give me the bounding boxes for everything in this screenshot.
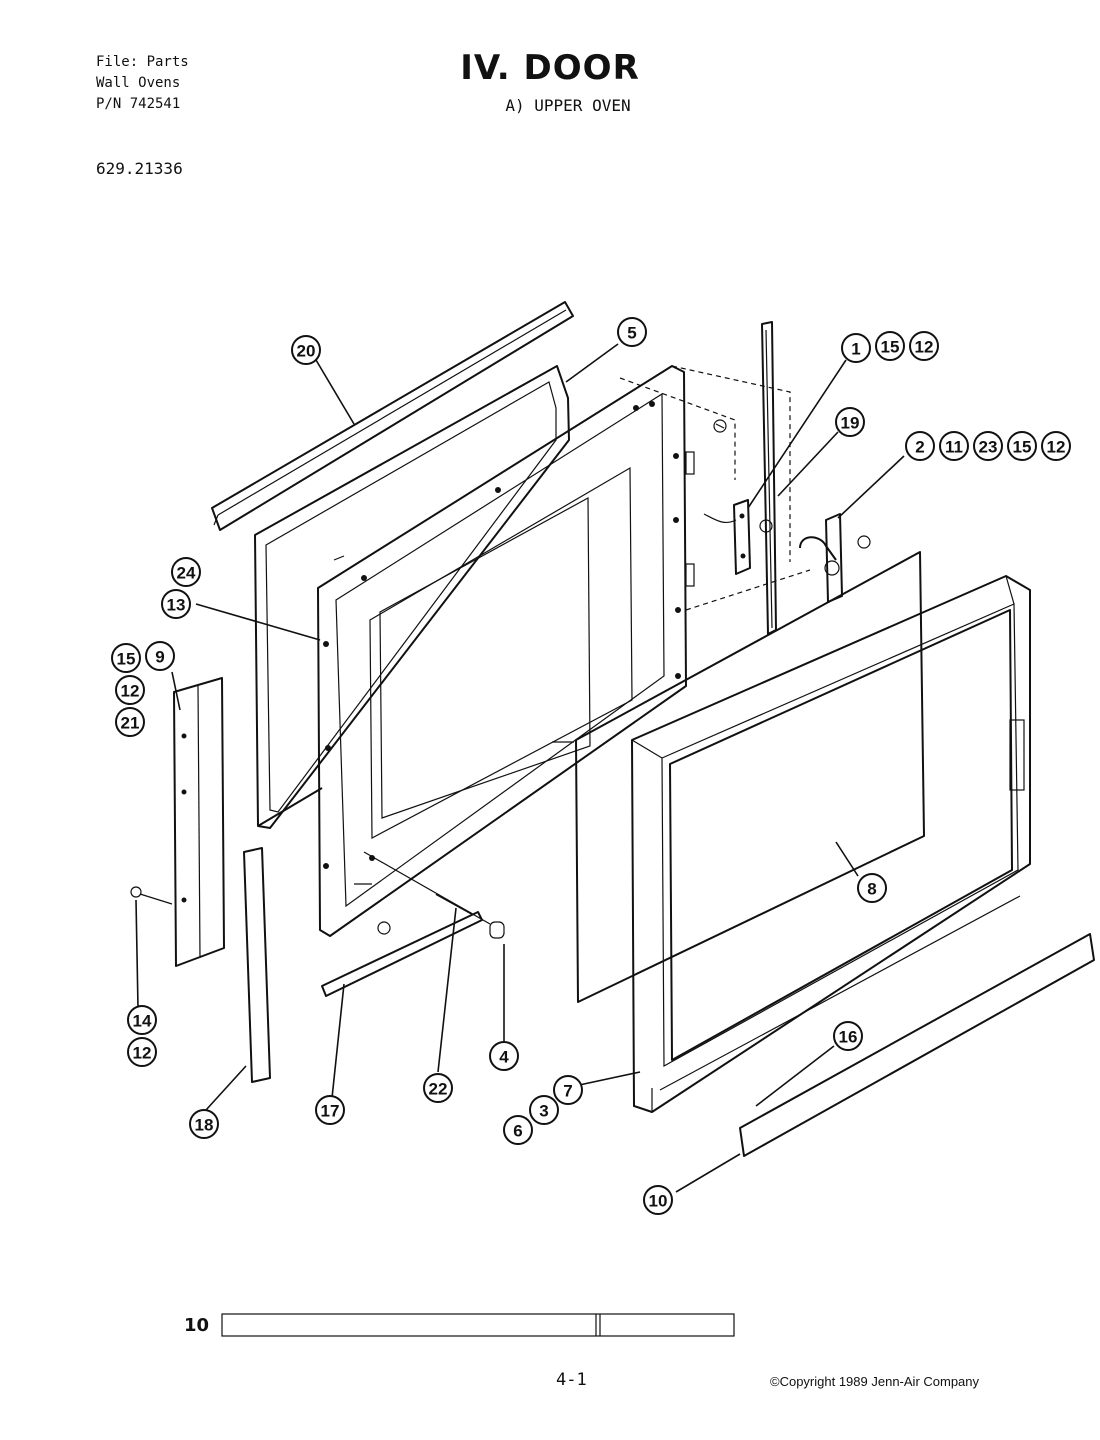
callout-16: 16	[833, 1021, 863, 1051]
page-title: IV. DOOR	[460, 48, 640, 88]
callout-18: 18	[189, 1109, 219, 1139]
svg-text:10: 10	[649, 1192, 668, 1211]
callout-21: 21	[115, 707, 145, 737]
svg-text:8: 8	[867, 880, 876, 899]
part-outer-door-frame	[631, 575, 1031, 1113]
callout-12: 12	[115, 675, 145, 705]
leader-lines	[135, 343, 905, 1193]
callout-7: 7	[553, 1075, 583, 1105]
callout-15: 15	[1007, 431, 1037, 461]
alignment-guides	[619, 365, 811, 611]
svg-text:16: 16	[839, 1028, 858, 1047]
callout-4: 4	[489, 1041, 519, 1071]
callout-3: 3	[529, 1095, 559, 1125]
part-number-line: P/N 742541	[96, 96, 181, 112]
callout-15: 15	[111, 643, 141, 673]
callout-12: 12	[1041, 431, 1071, 461]
svg-text:11: 11	[945, 438, 963, 457]
part-top-trim	[211, 301, 574, 531]
svg-text:18: 18	[195, 1116, 214, 1135]
part-latch-hook	[713, 419, 871, 603]
svg-text:19: 19	[841, 414, 860, 433]
callout-5: 5	[617, 317, 647, 347]
part-door-gasket	[254, 365, 570, 829]
file-line: File: Parts	[96, 54, 189, 70]
svg-text:24: 24	[177, 564, 196, 583]
svg-text:3: 3	[539, 1102, 548, 1121]
file-info: File: Parts Wall Ovens P/N 742541	[96, 52, 189, 115]
part-hinge	[173, 677, 225, 967]
callout-6: 6	[503, 1115, 533, 1145]
svg-text:15: 15	[1013, 438, 1032, 457]
callout-2: 2	[905, 431, 935, 461]
part-screw	[130, 886, 173, 905]
callout-24: 24	[171, 557, 201, 587]
part-bottom-trim	[739, 933, 1095, 1157]
svg-text:21: 21	[121, 714, 140, 733]
callout-22: 22	[423, 1073, 453, 1103]
svg-text:5: 5	[627, 324, 636, 343]
callout-17: 17	[315, 1095, 345, 1125]
svg-text:15: 15	[881, 338, 900, 357]
svg-text:6: 6	[513, 1122, 522, 1141]
product-line: Wall Ovens	[96, 75, 181, 91]
callout-13: 13	[161, 589, 191, 619]
scale-bar	[221, 1313, 735, 1337]
callout-12: 12	[127, 1037, 157, 1067]
callout-23: 23	[973, 431, 1003, 461]
svg-text:20: 20	[297, 342, 316, 361]
svg-text:1: 1	[851, 340, 860, 359]
callout-11: 11	[939, 431, 969, 461]
callout-15: 15	[875, 331, 905, 361]
svg-text:4: 4	[499, 1048, 509, 1067]
svg-text:12: 12	[1047, 438, 1066, 457]
part-door-glass	[552, 551, 925, 1003]
svg-text:13: 13	[167, 596, 186, 615]
svg-text:12: 12	[133, 1044, 152, 1063]
part-side-strip	[243, 847, 271, 1083]
svg-text:23: 23	[979, 438, 998, 457]
part-inner-door-panel	[317, 365, 695, 937]
svg-text:15: 15	[117, 650, 136, 669]
callout-1: 1	[841, 333, 871, 363]
svg-text:2: 2	[915, 438, 924, 457]
model-number: 629.21336	[96, 159, 183, 178]
page-subtitle: A) UPPER OVEN	[505, 96, 631, 115]
part-door-rod	[761, 321, 777, 635]
callout-9: 9	[145, 641, 175, 671]
callout-14: 14	[127, 1005, 157, 1035]
callout-10: 10	[643, 1185, 673, 1215]
part-pin-and-bumper	[363, 851, 505, 939]
callout-20: 20	[291, 335, 321, 365]
svg-text:12: 12	[915, 338, 934, 357]
svg-text:12: 12	[121, 682, 140, 701]
svg-text:9: 9	[155, 648, 164, 667]
callout-12: 12	[909, 331, 939, 361]
svg-text:14: 14	[133, 1012, 152, 1031]
part-latch-bracket	[703, 499, 773, 575]
scale-label: 10	[184, 1315, 210, 1336]
page-number: 4-1	[556, 1370, 587, 1390]
callout-19: 19	[835, 407, 865, 437]
svg-text:22: 22	[429, 1080, 448, 1099]
copyright: ©Copyright 1989 Jenn-Air Company	[770, 1374, 980, 1389]
svg-text:7: 7	[563, 1082, 572, 1101]
svg-text:17: 17	[321, 1102, 340, 1121]
callout-8: 8	[857, 873, 887, 903]
